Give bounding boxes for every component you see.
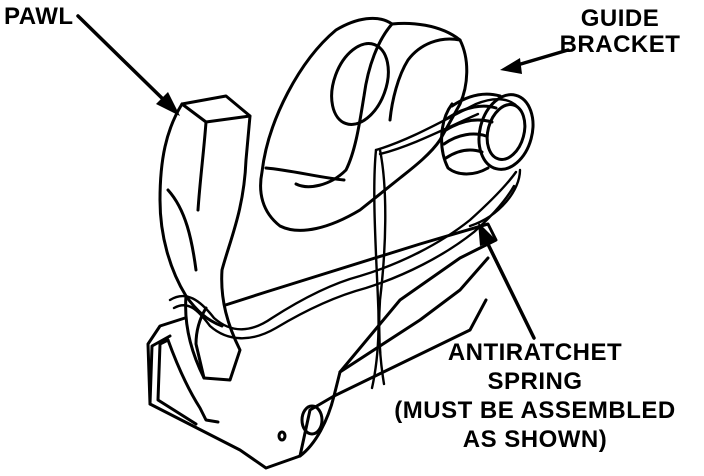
- pawl-leader-line: [76, 14, 170, 106]
- guide-bracket: [259, 16, 469, 232]
- spring-arrowhead: [478, 222, 496, 246]
- guide-bracket-label-line-1: GUIDE: [580, 5, 660, 32]
- pawl-arrowhead: [156, 92, 180, 116]
- antiratchet-spring-label-line-4: AS SHOWN): [462, 426, 608, 453]
- spring-leader-line: [482, 234, 536, 340]
- antiratchet-spring-label: ANTIRATCHET SPRING (MUST BE ASSEMBLED AS…: [370, 338, 700, 454]
- base-plate: [146, 222, 498, 470]
- guide-bracket-label-line-2: BRACKET: [559, 31, 681, 58]
- antiratchet-spring-wire: [168, 98, 522, 390]
- antiratchet-spring-label-line-1: ANTIRATCHET: [447, 339, 623, 366]
- leader-arrows: [76, 14, 570, 340]
- pawl: [156, 94, 252, 426]
- guide-bracket-arrowhead: [500, 58, 522, 74]
- spring-coil: [440, 92, 535, 176]
- guide-bracket-leader-line: [512, 48, 570, 68]
- antiratchet-spring-label-line-2: SPRING: [487, 368, 583, 395]
- guide-bracket-label: GUIDE BRACKET: [540, 6, 700, 58]
- antiratchet-spring-label-line-3: (MUST BE ASSEMBLED: [394, 397, 676, 424]
- pawl-label-text: PAWL: [4, 3, 74, 30]
- pawl-label: PAWL: [4, 4, 74, 30]
